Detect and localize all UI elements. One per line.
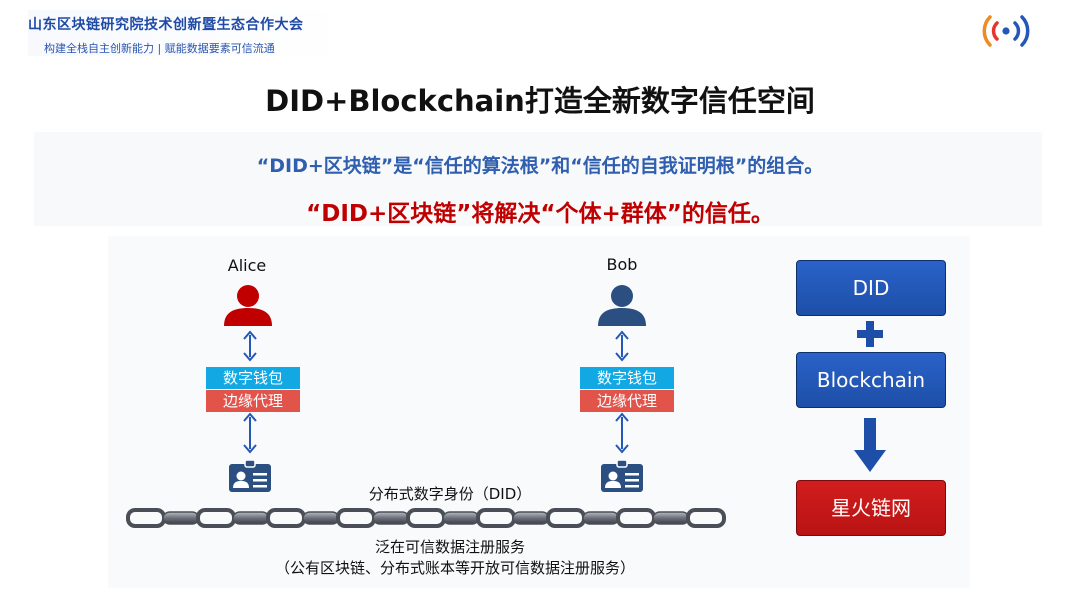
chain-link	[126, 508, 166, 528]
bob-wallet-tag: 数字钱包	[580, 367, 674, 389]
chain-link	[652, 511, 690, 525]
alice-name: Alice	[227, 256, 267, 275]
chain-link	[582, 511, 620, 525]
chain-link	[266, 508, 306, 528]
alice-id-card-icon	[229, 460, 271, 492]
chain-link	[372, 511, 410, 525]
down-arrow-icon	[854, 418, 886, 472]
registry-sub-label: （公有区块链、分布式账本等开放可信数据注册服务）	[274, 559, 635, 577]
bob-arrow-2	[615, 412, 629, 454]
bob-proxy-tag: 边缘代理	[580, 390, 674, 412]
alice-arrow-2	[243, 412, 257, 454]
quote-line-2: “DID+区块链”将解决“个体+群体”的信任。	[306, 201, 774, 227]
alice-wallet-tag: 数字钱包	[206, 367, 300, 389]
registry-label: 泛在可信数据注册服务	[374, 538, 525, 556]
chain-link	[302, 511, 340, 525]
chain-link	[442, 511, 480, 525]
chain-link	[162, 511, 200, 525]
quote-line-1: “DID+区块链”是“信任的算法根”和“信任的自我证明根”的组合。	[256, 155, 824, 177]
alice-proxy-tag: 边缘代理	[206, 390, 300, 412]
chain-link	[476, 508, 516, 528]
quote-band	[34, 132, 1042, 226]
chain-link	[512, 511, 550, 525]
blockchain-box: Blockchain	[796, 352, 946, 408]
chain-icon	[126, 508, 726, 528]
bob-user-icon	[598, 285, 646, 326]
chain-link	[616, 508, 656, 528]
conference-title: 山东区块链研究院技术创新暨生态合作大会	[28, 17, 304, 33]
chain-link	[686, 508, 726, 528]
chain-link	[196, 508, 236, 528]
chain-link	[546, 508, 586, 528]
chain-link	[336, 508, 376, 528]
broadcast-signal-icon	[982, 15, 1030, 47]
slide-title: DID+Blockchain打造全新数字信任空间	[265, 84, 815, 118]
header-banner	[28, 10, 348, 56]
chain-link	[406, 508, 446, 528]
bob-name: Bob	[606, 255, 638, 274]
did-box: DID	[796, 260, 946, 316]
xinghuo-chain-box: 星火链网	[796, 480, 946, 536]
chain-link	[232, 511, 270, 525]
bob-arrow-1	[615, 330, 629, 362]
alice-arrow-1	[243, 330, 257, 362]
did-label: 分布式数字身份（DID）	[368, 485, 532, 503]
plus-icon	[854, 318, 886, 350]
conference-subtitle: 构建全栈自主创新能力 | 赋能数据要素可信流通	[44, 42, 275, 55]
bob-id-card-icon	[601, 460, 643, 492]
alice-user-icon	[224, 285, 272, 326]
